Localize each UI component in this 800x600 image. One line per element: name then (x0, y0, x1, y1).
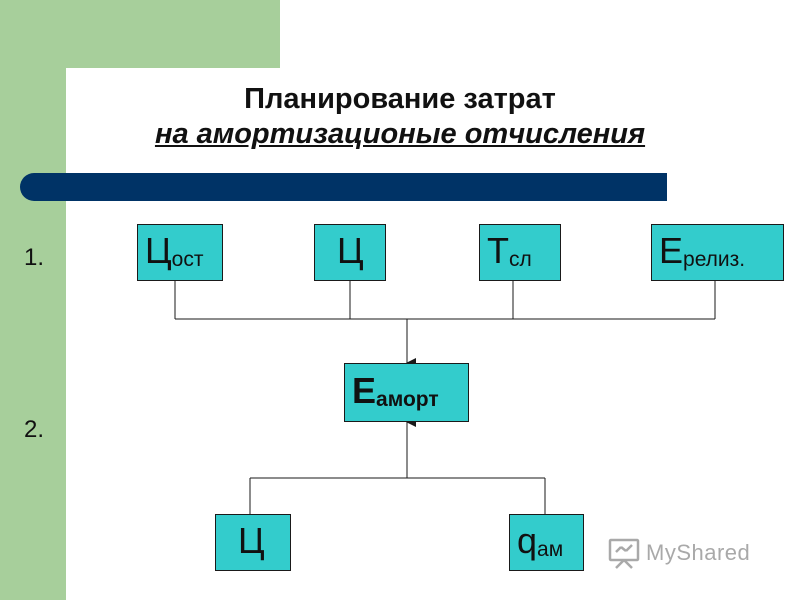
box-t-sl: Тсл (479, 224, 561, 281)
box-c: Ц (314, 224, 386, 281)
box-c2: Ц (215, 514, 291, 571)
box-t-sl-main: Т (487, 230, 509, 271)
box-c2-main: Ц (238, 520, 265, 561)
box-c-ost-sub: ост (171, 248, 204, 271)
box-e-amort-sub: аморт (376, 388, 439, 411)
box-e-reliz: Ерелиз. (651, 224, 784, 281)
box-e-amort: Еаморт (344, 363, 469, 422)
box-q-am-sub: ам (537, 538, 564, 561)
box-c-ost-main: Ц (145, 230, 172, 271)
box-e-amort-main: Е (352, 370, 377, 411)
box-t-sl-sub: сл (509, 248, 532, 271)
box-e-reliz-sub: релиз. (683, 248, 746, 271)
box-c-ost: Цост (137, 224, 223, 281)
box-q-am-main: q (517, 520, 538, 561)
slide-title: Планирование затрат на амортизационые от… (66, 82, 734, 152)
presentation-board-icon (608, 538, 640, 569)
title-divider-bar (20, 173, 667, 201)
box-e-reliz-main: Е (659, 230, 684, 271)
title-line-2: на амортизационые отчисления (154, 118, 646, 150)
watermark-text: MyShared (646, 540, 751, 565)
box-c-main: Ц (337, 230, 364, 271)
step-label-2: 2. (24, 416, 45, 443)
step-label-1: 1. (24, 244, 45, 271)
box-q-am: qам (509, 514, 584, 571)
title-line-1: Планирование затрат (244, 83, 556, 115)
side-panel (0, 0, 66, 600)
top-panel (0, 0, 280, 68)
